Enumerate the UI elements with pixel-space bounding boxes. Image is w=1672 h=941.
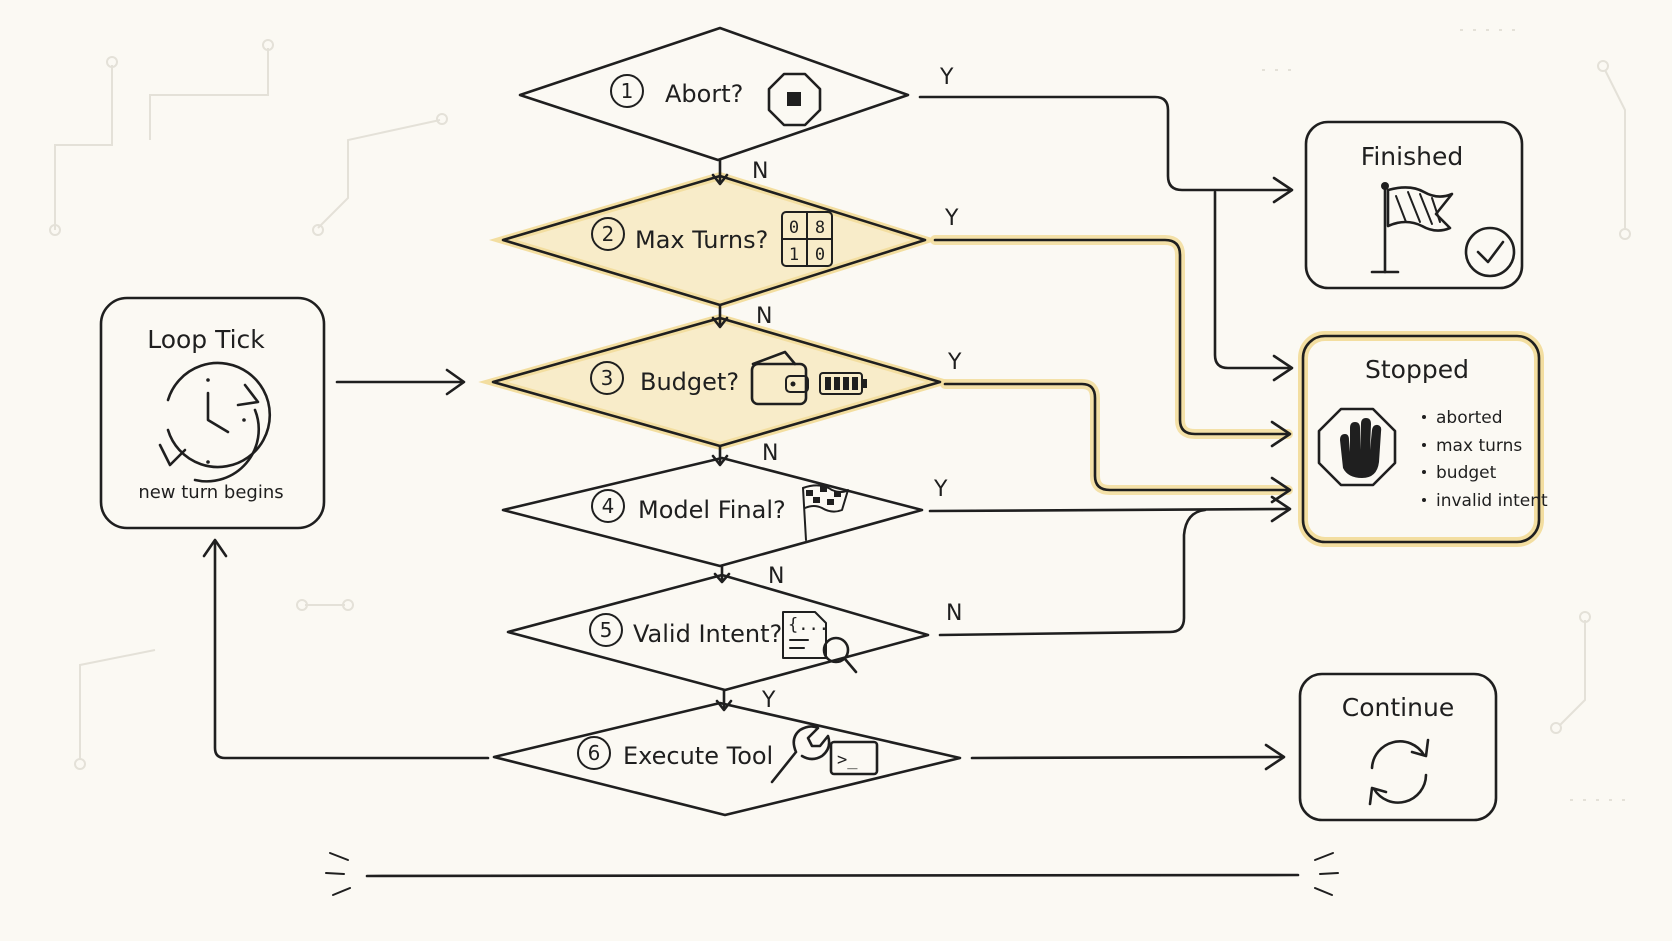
y-label-5: Y — [761, 688, 776, 713]
reason-item: invalid intent — [1436, 491, 1548, 511]
y-label-2: Y — [944, 206, 959, 231]
y-label-1: Y — [939, 65, 954, 90]
reason-item: budget — [1436, 463, 1497, 483]
reason-item: max turns — [1436, 436, 1522, 456]
counter-digit-1: 0 — [789, 218, 799, 238]
decision-3-number: 3 — [601, 366, 614, 390]
decision-2-label: Max Turns? — [635, 226, 768, 254]
loop-tick-subtitle: new turn begins — [138, 482, 283, 503]
no-branches: N N N N Y — [711, 158, 784, 713]
counter-digit-3: 1 — [789, 245, 799, 265]
clock-refresh-icon — [158, 361, 272, 483]
decision-2-number: 2 — [602, 222, 615, 246]
background-circuit-decoration — [49, 29, 1631, 801]
wrench-icon — [770, 725, 831, 784]
decision-3-label: Budget? — [640, 368, 739, 396]
continue-title: Continue — [1342, 693, 1454, 722]
terminal-text: >_ — [837, 750, 858, 770]
finished-box: Finished — [1304, 120, 1524, 290]
decision-4-label: Model Final? — [638, 496, 786, 524]
decision-4-number: 4 — [602, 494, 615, 518]
decision-6-number: 6 — [588, 741, 601, 765]
yes-branches: Y Y Y Y N — [918, 65, 1294, 771]
wallet-icon — [750, 350, 809, 406]
finished-title: Finished — [1361, 142, 1463, 171]
flag-check-icon — [1370, 182, 1516, 278]
counter-digit-4: 0 — [815, 245, 825, 265]
doc-text: {... — [788, 615, 829, 635]
battery-icon — [819, 372, 867, 395]
decision-1-number: 1 — [621, 79, 634, 103]
decision-5-number: 5 — [600, 618, 613, 642]
checkered-flag-icon — [802, 484, 849, 541]
n-label-4: N — [768, 564, 784, 589]
continue-box: Continue — [1298, 672, 1498, 822]
stopped-box: Stopped aborted max turns budget invalid… — [1298, 331, 1548, 547]
decision-execute-tool: 6 Execute Tool >_ — [492, 701, 962, 817]
turn-counter-icon: 0 8 1 0 — [781, 211, 833, 267]
stop-hand-icon — [1317, 407, 1397, 487]
highlight-glow-paths — [930, 235, 1293, 495]
loop-tick-box: Loop Tick new turn begins — [99, 296, 326, 530]
bottom-rule — [325, 852, 1339, 896]
decision-5-label: Valid Intent? — [633, 620, 782, 648]
reason-item: aborted — [1436, 408, 1503, 428]
decision-1-label: Abort? — [665, 80, 743, 108]
stopped-title: Stopped — [1365, 355, 1469, 384]
y-label-4: Y — [933, 477, 948, 502]
decision-valid-intent: 5 Valid Intent? {... — [506, 573, 930, 692]
arrow-loop-back — [202, 538, 490, 760]
decision-6-label: Execute Tool — [623, 742, 773, 770]
counter-digit-2: 8 — [815, 218, 825, 238]
arrow-start-to-decisions — [335, 368, 466, 396]
n-label-5: N — [946, 601, 962, 626]
document-search-icon: {... — [782, 611, 858, 674]
decision-max-turns: 2 Max Turns? 0 8 1 0 — [488, 171, 939, 310]
terminal-icon: >_ — [829, 740, 879, 776]
stopped-reasons-list: aborted max turns budget invalid intent — [1422, 408, 1548, 511]
refresh-icon — [1368, 738, 1430, 806]
decision-budget: 3 Budget? — [478, 313, 955, 451]
y-label-3: Y — [947, 350, 962, 375]
stop-octagon-icon — [767, 72, 822, 127]
loop-tick-title: Loop Tick — [147, 325, 265, 354]
decision-abort: 1 Abort? — [518, 26, 910, 162]
n-label-1: N — [752, 159, 768, 184]
n-label-3: N — [762, 441, 778, 466]
decision-model-final: 4 Model Final? — [501, 456, 924, 568]
n-label-2: N — [756, 304, 772, 329]
